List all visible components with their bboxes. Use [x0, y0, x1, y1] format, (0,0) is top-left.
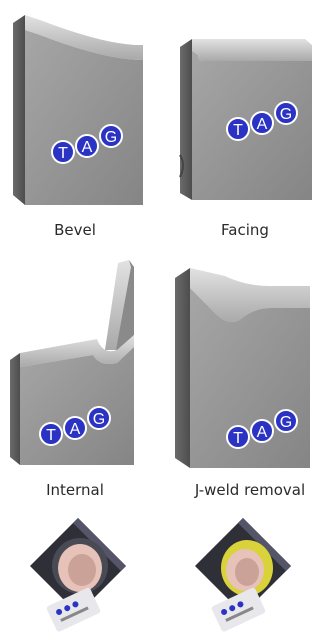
logo-badge	[226, 425, 250, 449]
internal-caption: Internal	[46, 481, 104, 499]
insert-label	[46, 587, 101, 632]
jweld-block-face	[190, 288, 310, 468]
logo-letter: A	[82, 139, 93, 156]
insert-yellow-illustration	[193, 516, 293, 636]
logo-badge	[274, 101, 298, 125]
logo-letter: T	[233, 122, 243, 139]
bevel-caption: Bevel	[54, 221, 96, 239]
logo-letter: G	[280, 414, 292, 431]
internal-block-face	[20, 347, 134, 465]
logo-badge	[39, 422, 63, 446]
internal-block-side	[10, 353, 20, 465]
insert-label	[211, 587, 266, 632]
logo-badge	[63, 416, 87, 440]
logo-letter: A	[70, 421, 81, 438]
logo-letter: T	[46, 427, 56, 444]
logo-letter: T	[58, 145, 68, 162]
logo-badge	[51, 140, 75, 164]
internal-fin	[105, 260, 134, 350]
logo-badge	[75, 134, 99, 158]
internal-shoulder	[20, 335, 134, 367]
insert-pink-illustration	[28, 516, 128, 636]
facing-block-side	[180, 39, 192, 200]
logo-letter: T	[233, 430, 243, 447]
logo-letter: A	[257, 116, 268, 133]
logo-badge	[250, 419, 274, 443]
logo-badge	[99, 124, 123, 148]
logo-letter: G	[280, 106, 292, 123]
logo-badge	[274, 409, 298, 433]
logo-badge	[87, 406, 111, 430]
jweld-groove	[190, 268, 310, 322]
logo-badge	[226, 117, 250, 141]
jweld-caption: J-weld removal	[194, 481, 306, 499]
facing-edge	[192, 39, 312, 61]
facing-caption: Facing	[221, 221, 269, 239]
jweld-block-side	[175, 268, 190, 468]
bevel-block-side	[13, 15, 25, 205]
logo-letter: G	[93, 411, 105, 428]
bevel-block-face	[25, 30, 143, 205]
logo-letter: A	[257, 424, 268, 441]
bevel-edge	[25, 15, 143, 60]
logo-badge	[250, 111, 274, 135]
logo-letter: G	[105, 129, 117, 146]
